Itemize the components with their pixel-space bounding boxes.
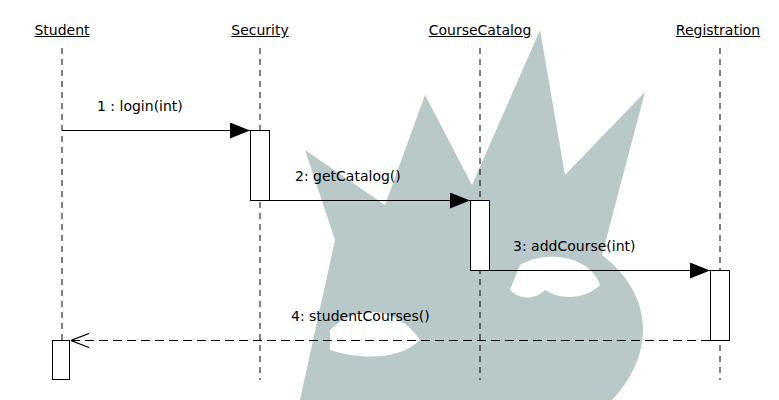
activation-bar [53,341,70,380]
message-arrow [270,200,470,201]
crown-watermark [300,30,645,400]
watermark-face [510,257,600,298]
object-name: Registration [676,22,760,38]
message-label: 1 : login(int) [97,98,183,114]
object-head: Student [34,20,89,39]
return-message [71,340,710,341]
lifeline [260,48,261,380]
message-label: 2: getCatalog() [295,168,401,184]
message-arrow [62,130,250,131]
object-name: CourseCatalog [429,22,532,38]
activation-bar [471,201,490,271]
object-head: Registration [676,20,760,39]
lifeline [62,48,63,380]
object-name: Security [231,22,289,38]
activation-bar [251,131,270,201]
object-name: Student [34,22,89,38]
message-label: 4: studentCourses() [291,308,430,324]
object-head: CourseCatalog [429,20,532,39]
activation-bar [711,271,730,341]
message-arrow [490,270,710,271]
message-label: 3: addCourse(int) [513,238,635,254]
object-head: Security [231,20,289,39]
